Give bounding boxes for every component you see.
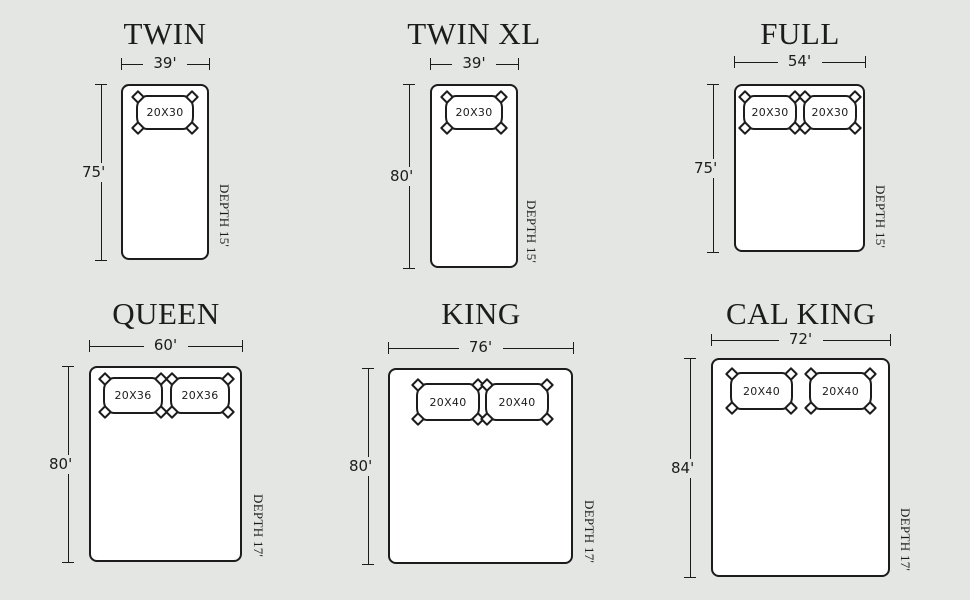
- length-label: 80': [348, 457, 374, 476]
- length-tick-top: [707, 84, 719, 85]
- length-tick-top: [403, 84, 415, 85]
- bed-title: QUEEN: [112, 296, 220, 331]
- pillow-icon: 20X30: [130, 95, 200, 136]
- pillow-icon: 20X40: [410, 383, 486, 427]
- width-tick-left: [388, 342, 389, 354]
- depth-label: DEPTH 17': [582, 500, 597, 564]
- width-tick-left: [734, 56, 735, 68]
- length-tick-bottom: [95, 260, 107, 261]
- length-tick-bottom: [403, 268, 415, 269]
- width-tick-right: [573, 342, 574, 354]
- width-tick-left: [430, 58, 431, 70]
- width-label: 39': [143, 56, 187, 71]
- pillow-size-label: 20X36: [114, 389, 152, 402]
- pillow-icon: 20X36: [97, 377, 169, 420]
- length-tick-top: [362, 368, 374, 369]
- width-tick-left: [89, 340, 90, 352]
- width-tick-right: [890, 334, 891, 346]
- pillow-icon: 20X30: [737, 95, 803, 136]
- depth-label: DEPTH 15': [524, 200, 539, 264]
- width-label: 60': [143, 338, 188, 353]
- width-tick-right: [209, 58, 210, 70]
- length-tick-top: [62, 366, 74, 367]
- pillow-icon: 20X36: [164, 377, 236, 420]
- pillow-icon: 20X30: [797, 95, 863, 136]
- bed-title: CAL KING: [725, 296, 877, 331]
- bed-title: TWIN XL: [407, 16, 541, 51]
- pillow-size-label: 20X30: [751, 106, 789, 119]
- pillow-icon: 20X40: [479, 383, 555, 427]
- pillow-size-label: 20X30: [455, 106, 493, 119]
- length-label: 80': [389, 167, 415, 186]
- pillow-icon: 20X40: [724, 372, 799, 416]
- length-label: 75': [81, 163, 107, 182]
- pillow-size-label: 20X40: [429, 395, 467, 409]
- length-label: 80': [48, 455, 74, 474]
- pillow-size-label: 20X40: [498, 395, 536, 409]
- pillow-size-label: 20X40: [821, 384, 860, 398]
- width-tick-right: [242, 340, 243, 352]
- depth-label: DEPTH 15': [217, 184, 232, 248]
- length-label: 84': [670, 458, 696, 478]
- length-tick-bottom: [707, 252, 719, 253]
- depth-label: DEPTH 15': [873, 185, 888, 249]
- bed-title: FULL: [760, 16, 840, 51]
- width-label: 76': [458, 340, 503, 355]
- pillow-size-label: 20X30: [146, 106, 184, 119]
- pillow-icon: 20X40: [803, 372, 878, 416]
- width-tick-right: [518, 58, 519, 70]
- length-tick-top: [684, 358, 696, 359]
- pillow-size-label: 20X40: [742, 384, 781, 398]
- width-tick-left: [121, 58, 122, 70]
- width-label: 39': [452, 56, 496, 71]
- width-tick-left: [711, 334, 712, 346]
- length-tick-bottom: [362, 564, 374, 565]
- pillow-size-label: 20X36: [181, 389, 219, 402]
- bed-title: KING: [441, 296, 521, 331]
- depth-label: DEPTH 17': [251, 494, 266, 558]
- length-tick-bottom: [62, 562, 74, 563]
- length-label: 75': [693, 159, 719, 178]
- pillow-size-label: 20X30: [811, 106, 849, 119]
- length-tick-bottom: [684, 577, 696, 578]
- pillow-icon: 20X30: [439, 95, 509, 136]
- width-label: 72': [778, 332, 823, 347]
- width-tick-right: [865, 56, 866, 68]
- width-label: 54': [777, 54, 822, 69]
- depth-label: DEPTH 17': [898, 508, 913, 572]
- length-tick-top: [95, 84, 107, 85]
- bed-title: TWIN: [123, 16, 207, 51]
